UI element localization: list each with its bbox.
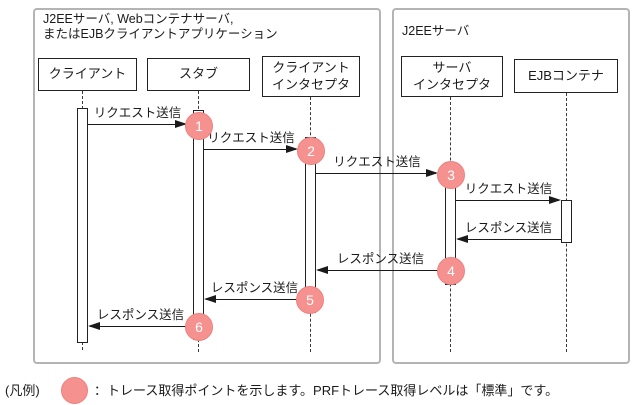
right-system-frame-label: J2EEサーバ <box>402 24 470 38</box>
message-label: レスポンス送信 <box>464 221 553 235</box>
participant-box-client: クライアント <box>38 58 137 91</box>
message-label: レスポンス送信 <box>96 308 185 322</box>
arrow-line <box>90 326 193 327</box>
arrowhead-right-icon <box>426 169 438 177</box>
arrow-line <box>456 200 559 201</box>
trace-point-2: 2 <box>297 137 325 165</box>
arrow-line <box>204 149 296 150</box>
participant-label: EJBコンテナ <box>528 67 604 83</box>
arrowhead-left-icon <box>316 266 328 274</box>
participant-box-server-interceptor: サーバ インタセプタ <box>401 56 503 97</box>
arrow-line <box>316 173 436 174</box>
participant-box-stub: スタブ <box>147 58 250 91</box>
trace-point-legend-icon <box>61 377 88 404</box>
participant-label: クライアント <box>48 66 127 82</box>
legend-prefix: (凡例) <box>5 383 40 398</box>
arrowhead-left-icon <box>204 295 216 303</box>
trace-point-5: 5 <box>296 286 324 314</box>
trace-point-4: 4 <box>437 257 465 285</box>
message-label: レスポンス送信 <box>210 281 299 295</box>
participant-label: サーバ インタセプタ <box>412 59 491 92</box>
participant-box-client-interceptor: クライアント インタセプタ <box>262 56 360 97</box>
arrow-line <box>318 270 445 271</box>
participant-box-ejb-container: EJBコンテナ <box>514 59 618 93</box>
arrow-line <box>88 124 185 125</box>
participant-label: スタブ <box>178 66 218 82</box>
message-label: リクエスト送信 <box>464 182 553 196</box>
message-label: リクエスト送信 <box>333 155 421 169</box>
arrowhead-right-icon <box>286 145 298 153</box>
arrow-line <box>206 299 305 300</box>
message-label: リクエスト送信 <box>93 106 182 120</box>
arrow-line <box>458 239 561 240</box>
left-system-frame-label: J2EEサーバ, Webコンテナサーバ, またはEJBクライアントアプリケーショ… <box>43 12 278 41</box>
legend-text: ：トレース取得ポイントを示します。PRFトレース取得レベルは「標準」です。 <box>94 383 559 398</box>
message-label: リクエスト送信 <box>207 131 295 145</box>
arrowhead-right-icon <box>175 120 187 128</box>
arrowhead-left-icon <box>456 235 468 243</box>
trace-point-6: 6 <box>185 313 213 341</box>
activation-ejb-container <box>561 200 572 243</box>
activation-stub <box>193 110 204 340</box>
arrowhead-left-icon <box>88 322 100 330</box>
participant-label: クライアント インタセプタ <box>271 59 350 92</box>
activation-client <box>77 108 88 343</box>
trace-point-3: 3 <box>437 161 465 189</box>
message-label: レスポンス送信 <box>336 252 425 266</box>
arrowhead-right-icon <box>549 196 561 204</box>
trace-point-1: 1 <box>185 112 213 140</box>
